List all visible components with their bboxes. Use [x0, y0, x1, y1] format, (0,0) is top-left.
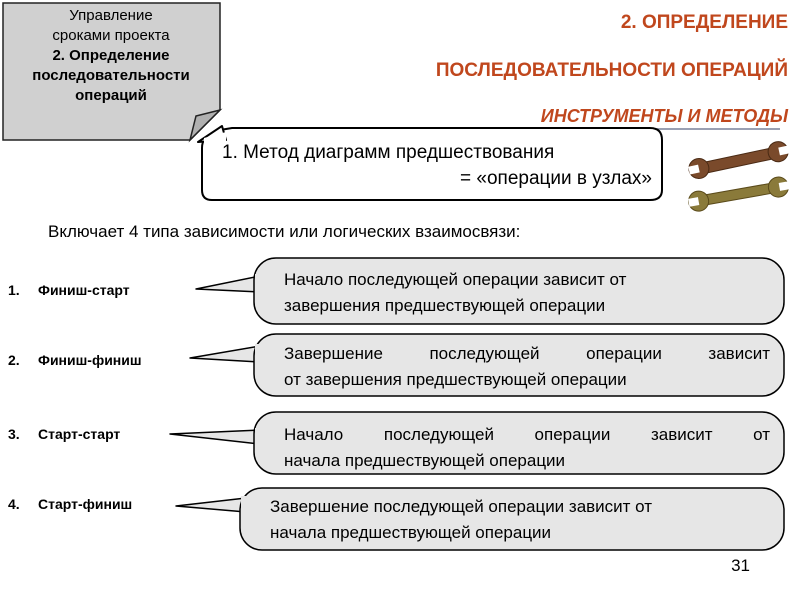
wrench-icon: [688, 141, 790, 212]
method-callout: [197, 125, 663, 201]
nav-note-line: сроками проекта: [52, 27, 170, 44]
dependency-number: 2.: [8, 352, 20, 368]
method-text: 1. Метод диаграмм предшествования = «опе…: [208, 140, 656, 192]
method-line1: 1. Метод диаграмм предшествования: [222, 142, 555, 163]
bubble-2: [189, 333, 785, 397]
dependency-description: Завершение последующей операции зависит …: [270, 494, 776, 546]
dependency-label: Финиш-старт: [38, 282, 130, 298]
dependency-description: Начало последующей операции зависит от з…: [284, 267, 744, 319]
method-line2: = «операции в узлах»: [460, 168, 652, 189]
description-line: начала предшествующей операции: [284, 451, 566, 470]
dependency-label: Старт-финиш: [38, 496, 133, 512]
dependency-number: 4.: [8, 496, 20, 512]
dependency-item: 1. Финиш-старт: [8, 282, 130, 298]
intro-text: Включает 4 типа зависимости или логическ…: [48, 222, 521, 241]
bubble-1: [195, 257, 785, 325]
description-line: Начало последующей операции зависит от: [284, 425, 770, 444]
dependency-number: 3.: [8, 426, 20, 442]
slide-title-line2: ПОСЛЕДОВАТЕЛЬНОСТИ ОПЕРАЦИЙ: [435, 60, 788, 81]
slide-subtitle: ИНСТРУМЕНТЫ И МЕТОДЫ: [540, 106, 788, 126]
dependency-label: Финиш-финиш: [38, 352, 142, 368]
description-line: Завершение последующей операции зависит: [284, 344, 770, 363]
description-line: Завершение последующей операции зависит …: [270, 497, 653, 516]
slide-title-line1: 2. ОПРЕДЕЛЕНИЕ: [620, 12, 788, 33]
page-number: 31: [731, 556, 750, 575]
dependency-item: 4. Старт-финиш: [8, 496, 132, 512]
description-line: завершения предшествующей операции: [284, 296, 606, 315]
dependency-description: Начало последующей операции зависит от н…: [284, 422, 770, 474]
bubble-3: [169, 411, 785, 475]
description-line: Начало последующей операции зависит от: [284, 270, 627, 289]
dependency-label: Старт-старт: [38, 426, 121, 442]
nav-note-line: последовательности: [32, 67, 190, 84]
dependency-description: Завершение последующей операции зависит …: [284, 341, 770, 393]
description-line: начала предшествующей операции: [270, 523, 552, 542]
dependency-item: 3. Старт-старт: [8, 426, 120, 442]
description-line: от завершения предшествующей операции: [284, 370, 627, 389]
nav-note: [2, 2, 223, 143]
nav-note-line: 2. Определение: [52, 47, 170, 64]
dependency-item: 2. Финиш-финиш: [8, 352, 142, 368]
dependency-number: 1.: [8, 282, 20, 298]
bubble-4: [175, 487, 785, 551]
nav-note-line: операций: [75, 87, 147, 104]
nav-note-line: Управление: [69, 7, 153, 24]
nav-note-text: Управление сроками проекта 2. Определени…: [4, 6, 218, 106]
